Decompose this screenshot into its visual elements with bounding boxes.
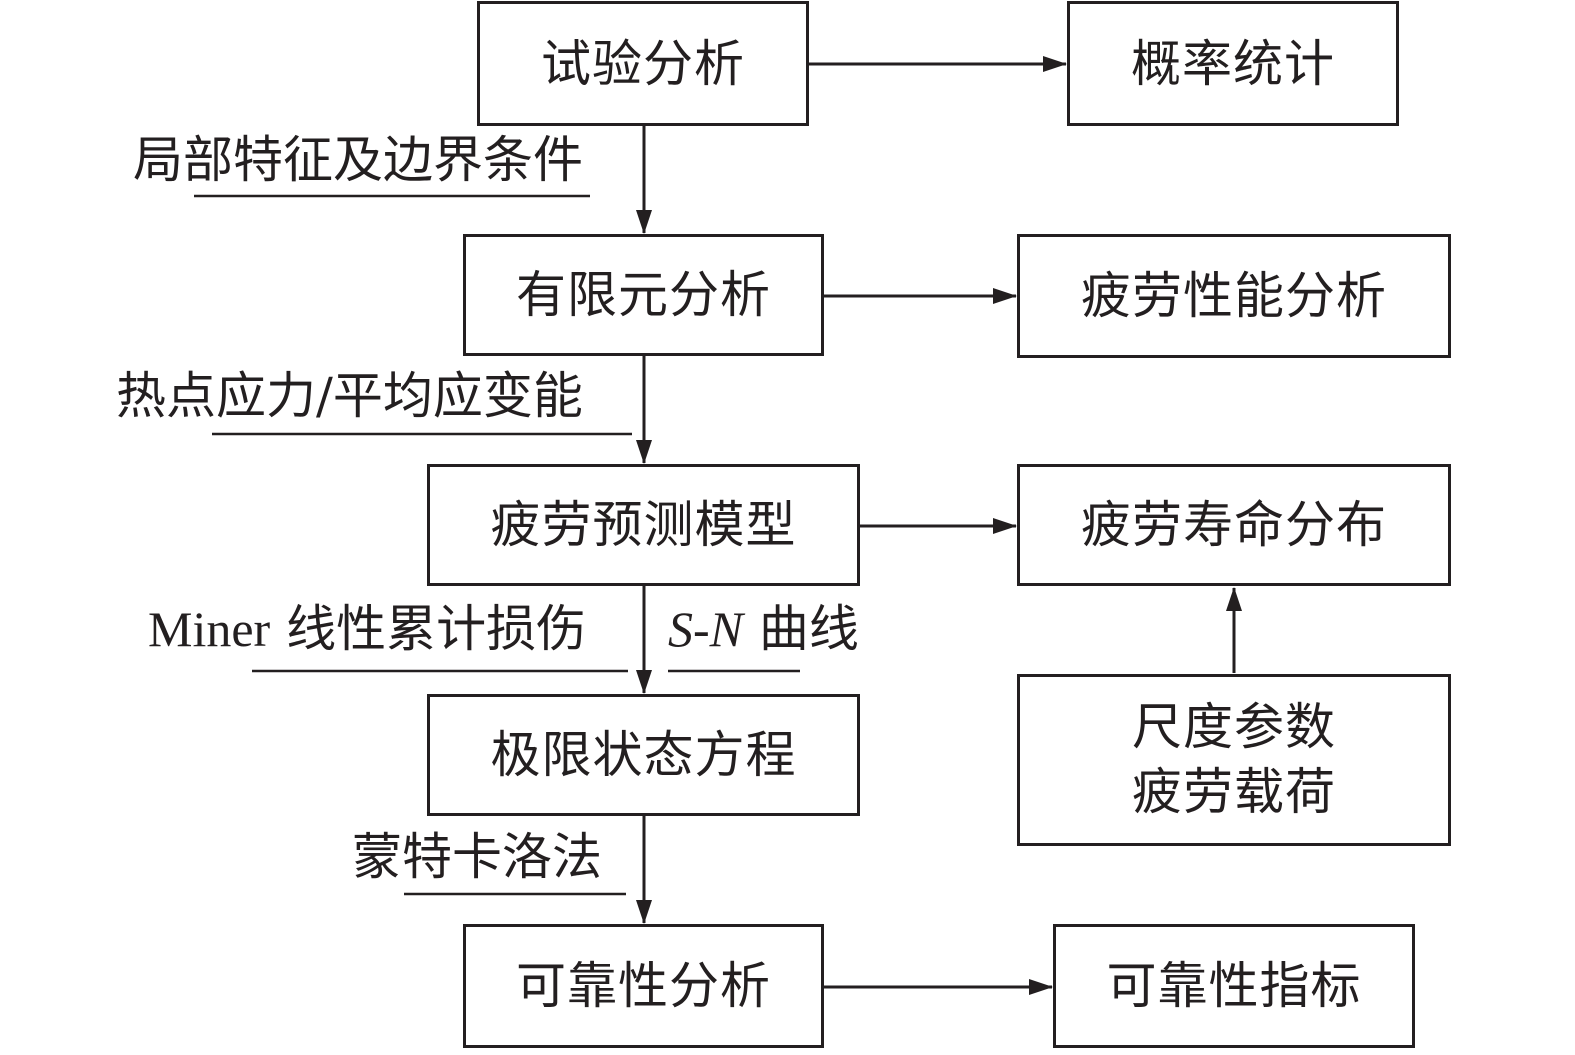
fatigue-life-distribution-box: 疲劳寿命分布 (1017, 464, 1451, 586)
sn-curve-label: S-N 曲线 (668, 604, 859, 654)
reliability-analysis-box: 可靠性分析 (463, 924, 824, 1048)
curve-text: 曲线 (743, 600, 859, 658)
fatigue-life-distribution-label: 疲劳寿命分布 (1081, 496, 1387, 554)
scale-params-label: 尺度参数 (1132, 698, 1336, 756)
fatigue-performance-box: 疲劳性能分析 (1017, 234, 1451, 358)
reliability-index-box: 可靠性指标 (1053, 924, 1415, 1048)
limit-state-equation-box: 极限状态方程 (427, 694, 860, 816)
hotspot-stress-label: 热点应力/平均应变能 (116, 367, 583, 425)
fea-label: 有限元分析 (516, 266, 771, 324)
fatigue-prediction-model-label: 疲劳预测模型 (490, 496, 797, 554)
reliability-analysis-label: 可靠性分析 (516, 957, 771, 1015)
fea-box: 有限元分析 (463, 234, 824, 356)
miner-text: Miner (148, 601, 271, 657)
probability-statistics-label: 概率统计 (1131, 34, 1335, 93)
miner-damage-label: Miner 线性累计损伤 (148, 604, 586, 654)
limit-state-equation-label: 极限状态方程 (490, 726, 797, 784)
probability-statistics-box: 概率统计 (1067, 1, 1399, 126)
fatigue-load-label: 疲劳载荷 (1132, 763, 1336, 821)
sn-text: S-N (668, 601, 743, 657)
reliability-index-label: 可靠性指标 (1106, 957, 1362, 1015)
linear-cumulative-damage-text: 线性累计损伤 (270, 600, 587, 658)
test-analysis-box: 试验分析 (477, 1, 809, 126)
monte-carlo-label: 蒙特卡洛法 (352, 828, 602, 886)
fatigue-prediction-model-box: 疲劳预测模型 (427, 464, 860, 586)
fatigue-performance-label: 疲劳性能分析 (1081, 267, 1387, 325)
test-analysis-label: 试验分析 (541, 34, 745, 93)
local-features-boundary-label: 局部特征及边界条件 (133, 131, 583, 189)
scale-params-load-box: 尺度参数 疲劳载荷 (1017, 674, 1451, 846)
